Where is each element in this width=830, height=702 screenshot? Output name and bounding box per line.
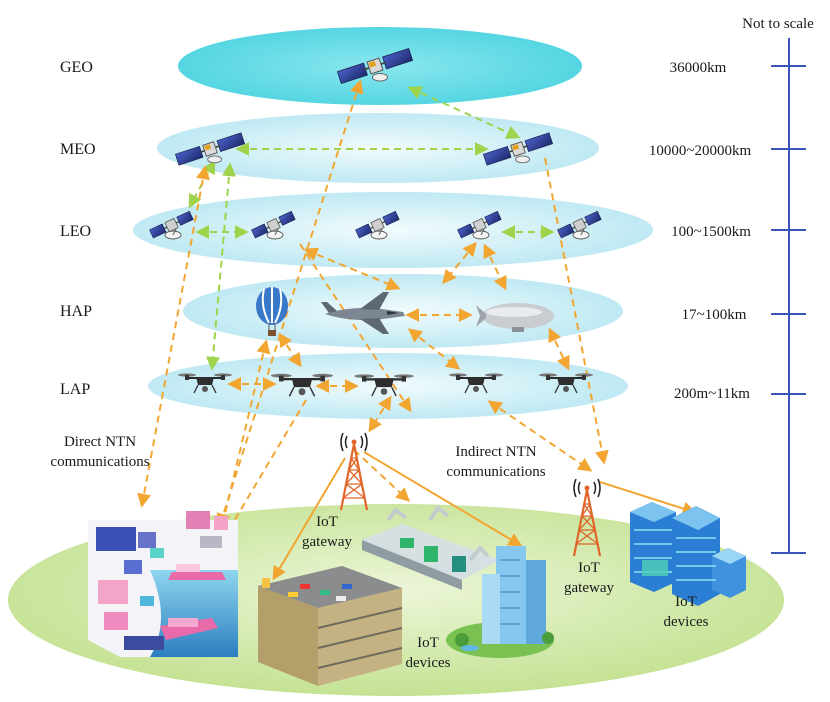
devices-center-label-line1: IoT xyxy=(417,635,439,651)
airship-icon xyxy=(476,303,554,332)
gateway-left-label-line1: IoT xyxy=(316,514,338,530)
gateway-right-label-line1: IoT xyxy=(578,560,600,576)
altitude-geo: 36000km xyxy=(670,60,727,76)
devices-center-label-line2: devices xyxy=(406,655,451,671)
layer-label-leo: LEO xyxy=(60,223,91,240)
communication-links xyxy=(137,79,697,581)
port-city-icon xyxy=(88,511,238,657)
altitude-lap: 200m~11km xyxy=(674,386,750,402)
altitude-scale: Not to scale xyxy=(742,16,814,554)
layer-label-hap: HAP xyxy=(60,303,92,320)
gateway-left-label-line2: gateway xyxy=(302,534,352,550)
direct-ntn-label-line2: communications xyxy=(50,454,149,470)
altitude-hap: 17~100km xyxy=(682,307,747,323)
parking-garage-icon xyxy=(258,566,403,686)
indirect-ntn-label-line1: Indirect NTN xyxy=(455,444,536,460)
hot-air-balloon-icon xyxy=(256,287,288,336)
altitude-leo: 100~1500km xyxy=(671,224,751,240)
leo-layer xyxy=(133,192,653,268)
skyscraper-icon xyxy=(446,546,554,658)
data-center-icon xyxy=(630,502,746,606)
smart-factory-icon xyxy=(362,505,500,590)
devices-right-label-line1: IoT xyxy=(675,594,697,610)
hap-layer xyxy=(183,274,623,348)
layer-label-lap: LAP xyxy=(60,381,90,398)
scale-note: Not to scale xyxy=(742,16,814,32)
stratospheric-aircraft-icon xyxy=(321,292,405,334)
layer-label-meo: MEO xyxy=(60,141,96,158)
layer-label-geo: GEO xyxy=(60,59,93,76)
gateway-right-label-line2: gateway xyxy=(564,580,614,596)
devices-right-label-line2: devices xyxy=(664,614,709,630)
cell-tower-left-icon xyxy=(339,431,369,512)
altitude-meo: 10000~20000km xyxy=(649,143,752,159)
direct-ntn-label-line1: Direct NTN xyxy=(64,434,136,450)
indirect-ntn-label-line2: communications xyxy=(446,464,545,480)
